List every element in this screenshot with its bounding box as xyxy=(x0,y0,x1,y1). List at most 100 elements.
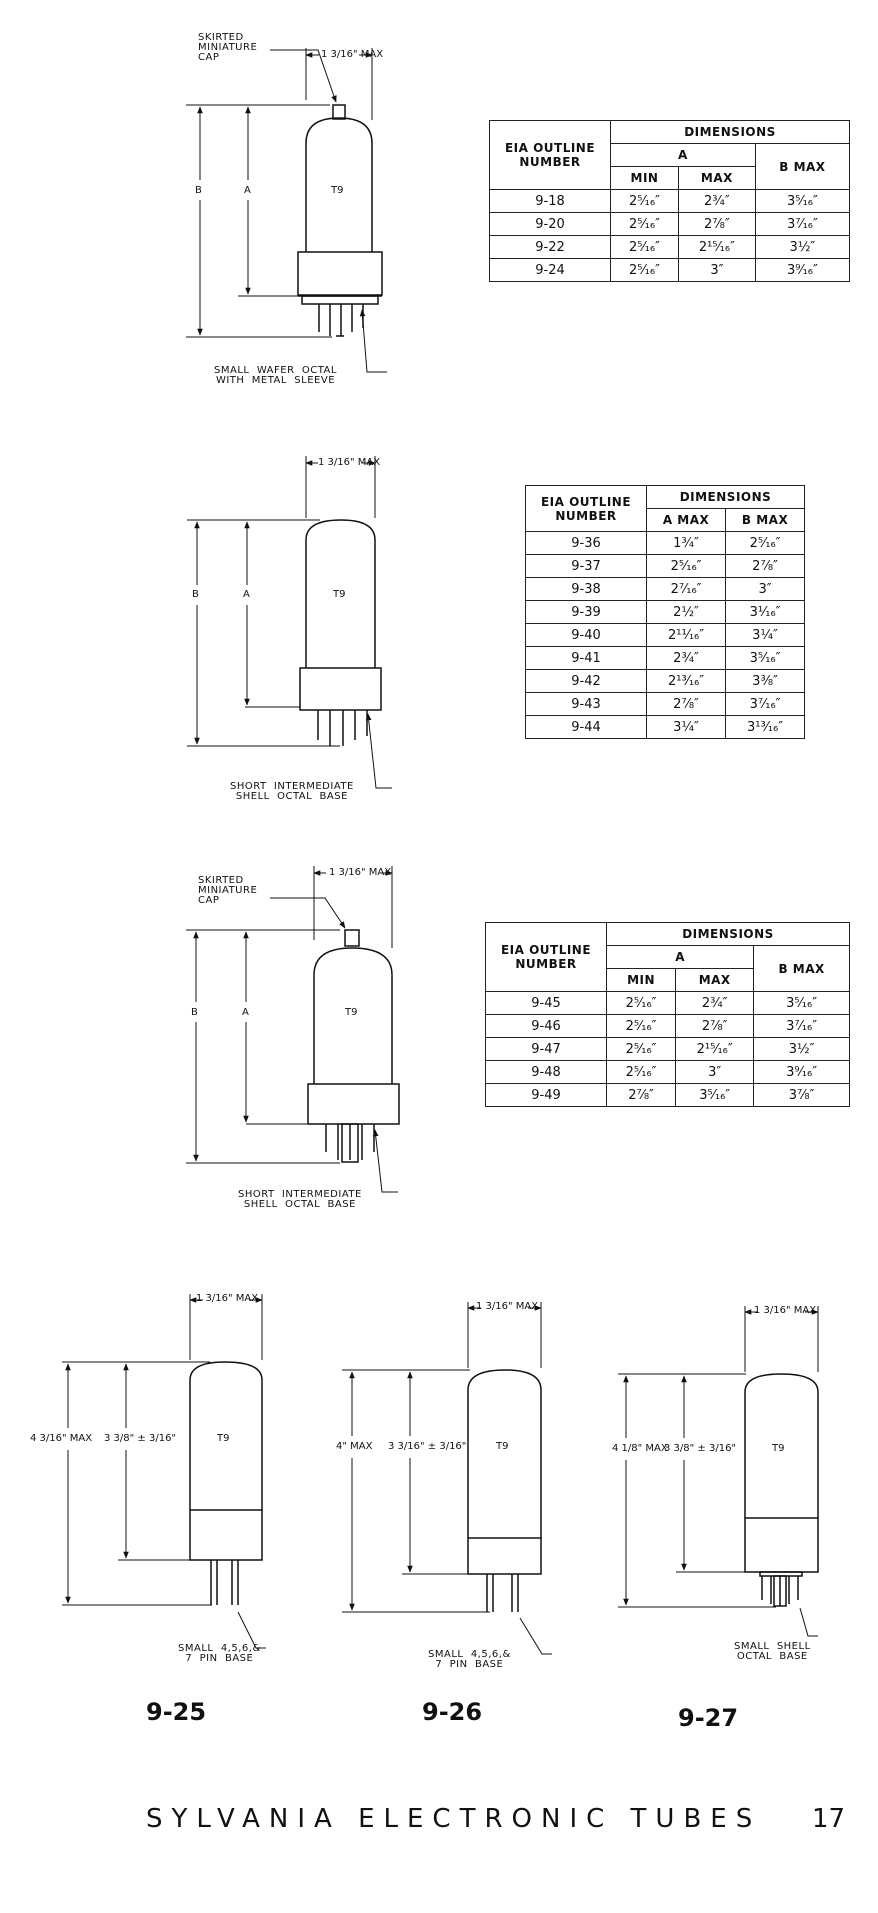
table3-header-dimensions: DIMENSIONS xyxy=(606,922,850,946)
table-cell-dimension: 2⁵⁄₁₆″ xyxy=(605,1014,677,1038)
table-cell-dimension: 2¹¹⁄₁₆″ xyxy=(645,623,727,647)
t927-outline-number: 9-27 xyxy=(678,1704,739,1732)
table-cell-dimension: 3⅜″ xyxy=(725,669,805,693)
t926-base-label: SMALL 4,5,6,& 7 PIN BASE xyxy=(428,1649,511,1670)
tube3-dim-a: A xyxy=(242,1007,249,1018)
table-cell-outline-number: 9-22 xyxy=(489,235,611,259)
t925-overall-label: 4 3/16" MAX xyxy=(30,1433,93,1444)
t927-overall-label: 4 1/8" MAX xyxy=(612,1443,668,1454)
tube1-base-label: SMALL WAFER OCTAL WITH METAL SLEEVE xyxy=(214,365,337,386)
table-cell-dimension: 2⁵⁄₁₆″ xyxy=(610,258,679,282)
table-cell-dimension: 2⁵⁄₁₆″ xyxy=(610,235,679,259)
tube3-drawing xyxy=(186,866,400,1193)
t926-outline-number: 9-26 xyxy=(422,1698,483,1726)
table-cell-outline-number: 9-47 xyxy=(485,1037,607,1061)
table-cell-dimension: 3⁹⁄₁₆″ xyxy=(753,1060,850,1084)
dimensions-table-2: EIA OUTLINE NUMBER DIMENSIONS A MAX B MA… xyxy=(525,485,805,739)
tube2-width-label: 1 3/16" MAX xyxy=(318,457,381,468)
tube1-width-label: 1 3/16" MAX xyxy=(321,49,384,60)
table-cell-dimension: 3¹⁄₁₆″ xyxy=(725,600,805,624)
tube-9-26-drawing xyxy=(342,1302,552,1655)
table3-header-max: MAX xyxy=(675,968,755,992)
tube2-dim-a: A xyxy=(243,589,250,600)
t927-width-label: 1 3/16" MAX xyxy=(754,1305,817,1316)
table3-header-a: A xyxy=(605,945,755,969)
table-cell-dimension: 2⅞″ xyxy=(677,212,756,236)
tube1-dim-a: A xyxy=(244,185,251,196)
page-number: 17 xyxy=(812,1804,846,1834)
table1-header-max: MAX xyxy=(677,166,756,190)
t925-width-label: 1 3/16" MAX xyxy=(196,1293,259,1304)
table-cell-dimension: 3″ xyxy=(725,577,805,601)
tube1-drawing xyxy=(186,48,387,373)
table-cell-dimension: 3¼″ xyxy=(725,623,805,647)
tube1-bulb-label: T9 xyxy=(331,185,344,196)
table-cell-dimension: 2¾″ xyxy=(677,189,756,213)
tube1-dim-b: B xyxy=(195,185,202,196)
table2-header-amax: A MAX xyxy=(645,508,727,532)
table-cell-dimension: 2⁵⁄₁₆″ xyxy=(610,212,679,236)
table-cell-dimension: 3⁵⁄₁₆″ xyxy=(754,189,851,213)
table-cell-outline-number: 9-41 xyxy=(525,646,647,670)
table-cell-outline-number: 9-24 xyxy=(489,258,611,282)
dimensions-table-1: EIA OUTLINE NUMBER DIMENSIONS A B MAX MI… xyxy=(489,120,851,282)
table-cell-outline-number: 9-20 xyxy=(489,212,611,236)
table-cell-dimension: 3″ xyxy=(675,1060,755,1084)
table3-header-outline: EIA OUTLINE NUMBER xyxy=(485,922,607,992)
t925-seated-label: 3 3/8" ± 3/16" xyxy=(104,1433,177,1444)
t925-bulb-label: T9 xyxy=(217,1433,230,1444)
table-cell-outline-number: 9-43 xyxy=(525,692,647,716)
table-cell-dimension: 2⁵⁄₁₆″ xyxy=(610,189,679,213)
table-cell-outline-number: 9-46 xyxy=(485,1014,607,1038)
table-cell-outline-number: 9-38 xyxy=(525,577,647,601)
t927-base-label: SMALL SHELL OCTAL BASE xyxy=(734,1641,811,1662)
tube-9-25-drawing xyxy=(62,1294,266,1649)
table-cell-dimension: 2¾″ xyxy=(675,991,755,1015)
table-cell-dimension: 3½″ xyxy=(754,235,851,259)
table-cell-dimension: 1¾″ xyxy=(645,531,727,555)
table-cell-dimension: 3⁵⁄₁₆″ xyxy=(725,646,805,670)
t925-outline-number: 9-25 xyxy=(146,1698,207,1726)
table-cell-dimension: 2⁵⁄₁₆″ xyxy=(605,1060,677,1084)
dimensions-table-3: EIA OUTLINE NUMBER DIMENSIONS A B MAX MI… xyxy=(485,922,850,1107)
table2-header-dimensions: DIMENSIONS xyxy=(646,485,805,509)
table-cell-outline-number: 9-45 xyxy=(485,991,607,1015)
table-cell-dimension: 3¹³⁄₁₆″ xyxy=(725,715,805,739)
table-cell-outline-number: 9-42 xyxy=(525,669,647,693)
table-cell-dimension: 2⁵⁄₁₆″ xyxy=(645,554,727,578)
table2-header-outline: EIA OUTLINE NUMBER xyxy=(525,485,647,532)
table-cell-dimension: 3⁵⁄₁₆″ xyxy=(753,991,850,1015)
table-cell-dimension: 2⅞″ xyxy=(725,554,805,578)
table-cell-dimension: 2⁵⁄₁₆″ xyxy=(605,1037,677,1061)
t926-overall-label: 4" MAX xyxy=(336,1441,373,1452)
table-cell-dimension: 3″ xyxy=(677,258,756,282)
table-cell-outline-number: 9-18 xyxy=(489,189,611,213)
table1-header-bmax: B MAX xyxy=(754,143,851,190)
table1-header-min: MIN xyxy=(610,166,679,190)
tube2-dim-b: B xyxy=(192,589,199,600)
t927-bulb-label: T9 xyxy=(772,1443,785,1454)
table-cell-dimension: 3⁷⁄₁₆″ xyxy=(754,212,851,236)
tube2-drawing xyxy=(187,456,392,789)
t926-bulb-label: T9 xyxy=(496,1441,509,1452)
table-cell-outline-number: 9-48 xyxy=(485,1060,607,1084)
table-cell-dimension: 2¹³⁄₁₆″ xyxy=(645,669,727,693)
table-cell-outline-number: 9-40 xyxy=(525,623,647,647)
tube3-base-label: SHORT INTERMEDIATE SHELL OCTAL BASE xyxy=(238,1189,362,1210)
t927-seated-label: 3 3/8" ± 3/16" xyxy=(664,1443,737,1454)
table-cell-outline-number: 9-49 xyxy=(485,1083,607,1107)
table-cell-dimension: 3⁹⁄₁₆″ xyxy=(754,258,851,282)
